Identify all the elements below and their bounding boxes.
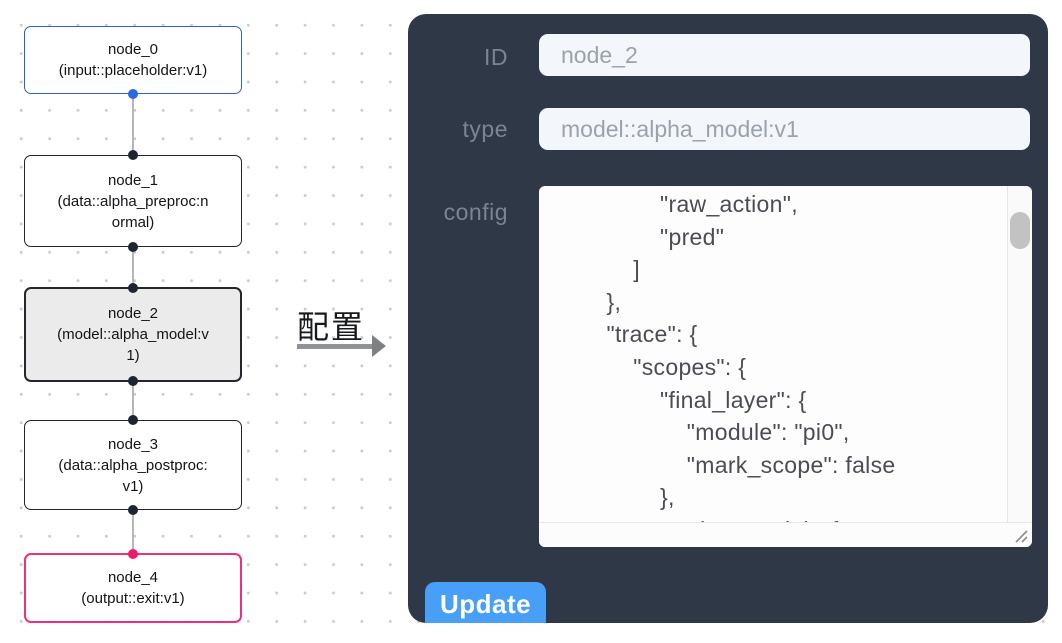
output-port-dot[interactable] xyxy=(128,505,138,515)
node-type-label: (data::alpha_postproc:v1) xyxy=(58,456,208,495)
id-field-label: ID xyxy=(484,44,508,70)
flow-node-3[interactable]: node_3 (data::alpha_postproc:v1) xyxy=(24,415,242,515)
node-config-panel: ID type config "raw_action", "pred" ] },… xyxy=(408,14,1048,623)
edge-connector xyxy=(132,381,134,420)
id-input[interactable] xyxy=(539,34,1030,76)
input-port-dot[interactable] xyxy=(128,549,138,559)
resize-handle-icon[interactable] xyxy=(1010,525,1029,544)
flow-node-4[interactable]: node_4 (output::exit:v1) xyxy=(24,549,242,623)
node-type-label: (input::placeholder:v1) xyxy=(58,62,208,79)
config-json-content: "raw_action", "pred" ] }, "trace": { "sc… xyxy=(606,191,896,543)
node-type-label: (output::exit:v1) xyxy=(81,590,185,607)
edge-connector xyxy=(132,509,134,553)
arrow-right-icon xyxy=(372,335,386,357)
type-field-label: type xyxy=(462,116,508,142)
scrollbar-thumb[interactable] xyxy=(1010,212,1030,249)
node-type-label: (data::alpha_preproc:normal) xyxy=(57,192,209,231)
node-title: node_3 xyxy=(107,435,159,453)
node-title: node_1 xyxy=(107,171,159,189)
configure-label: 配置 xyxy=(297,309,366,345)
scrollbar-track[interactable] xyxy=(1007,186,1032,522)
type-input[interactable] xyxy=(539,108,1030,150)
input-port-dot[interactable] xyxy=(128,150,138,160)
output-port-dot[interactable] xyxy=(128,89,138,99)
input-port-dot[interactable] xyxy=(128,283,138,293)
output-port-dot[interactable] xyxy=(128,376,138,386)
update-button[interactable]: Update xyxy=(425,582,546,623)
flow-node-0[interactable]: node_0 (input::placeholder:v1) xyxy=(24,26,242,99)
input-port-dot[interactable] xyxy=(128,415,138,425)
flow-node-1[interactable]: node_1 (data::alpha_preproc:normal) xyxy=(24,150,242,252)
node-title: node_0 xyxy=(107,41,159,58)
flow-node-2-selected[interactable]: node_2 (model::alpha_model:v1) xyxy=(24,283,242,386)
config-textarea[interactable]: "raw_action", "pred" ] }, "trace": { "sc… xyxy=(539,186,1032,547)
edge-connector xyxy=(132,246,134,287)
node-title: node_2 xyxy=(107,305,159,322)
config-field-label: config xyxy=(443,199,508,225)
horizontal-scrollbar-track[interactable] xyxy=(539,522,1032,547)
output-port-dot[interactable] xyxy=(128,242,138,252)
node-type-label: (model::alpha_model:v1) xyxy=(57,326,209,364)
edge-connector xyxy=(132,95,134,155)
arrow-right-icon xyxy=(297,344,374,349)
node-title: node_4 xyxy=(107,569,159,586)
